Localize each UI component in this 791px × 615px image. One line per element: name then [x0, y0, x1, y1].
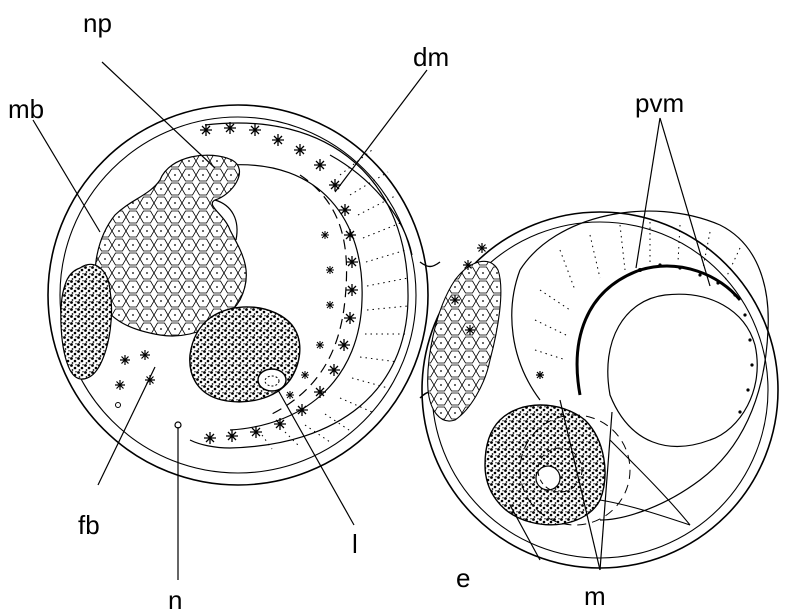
label-np: np: [83, 10, 112, 36]
leader-dm: [335, 70, 427, 192]
leader-fb: [98, 367, 155, 485]
leader-pvm-b: [660, 118, 710, 286]
eye-dark-mass: [190, 307, 300, 402]
pvm-ticks: [638, 263, 754, 413]
pvm-band: [577, 266, 740, 395]
midbrain-dark-mass: [61, 264, 112, 379]
label-mb: mb: [8, 96, 44, 122]
right-eye-dark-mass: [485, 405, 605, 525]
left-embryo: [48, 105, 428, 485]
leader-l: [278, 390, 354, 525]
brain-cell-mass: [95, 155, 246, 336]
leader-np: [102, 62, 215, 168]
right-embryo: [422, 211, 778, 568]
label-e: e: [456, 565, 470, 591]
right-cell-mass: [428, 261, 501, 421]
right-lens: [536, 466, 560, 490]
label-fb: fb: [78, 512, 100, 538]
right-striations: [535, 222, 740, 360]
label-n: n: [168, 587, 182, 613]
right-yolk-outline: [608, 294, 757, 446]
fin-bud-melanophores: [115, 350, 155, 390]
leader-pvm-a: [636, 118, 660, 268]
label-dm: dm: [413, 44, 449, 70]
somite-striations: [262, 150, 408, 449]
label-l: l: [352, 531, 358, 557]
label-pvm: pvm: [635, 90, 684, 116]
label-m: m: [584, 583, 606, 609]
